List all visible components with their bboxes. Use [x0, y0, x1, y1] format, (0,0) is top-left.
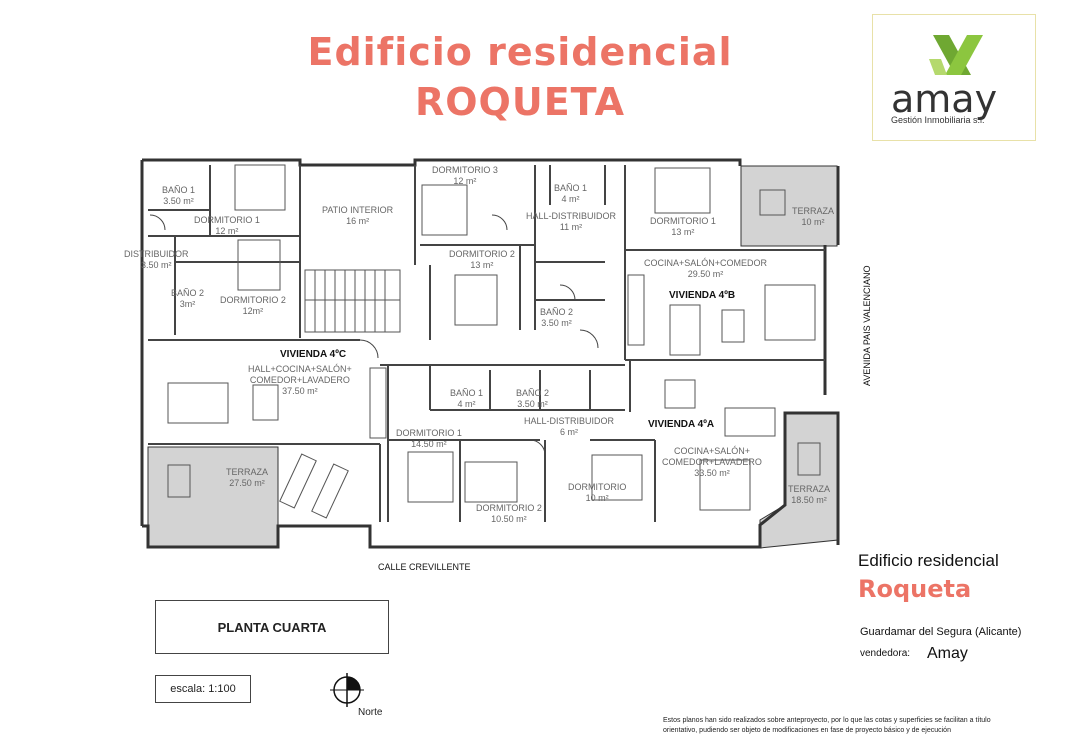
disclaimer-text: Estos planos han sido realizados sobre a… — [663, 717, 991, 734]
sunbed — [311, 463, 349, 519]
bed — [454, 274, 498, 326]
furniture — [167, 164, 821, 519]
company-logo: amay Gestión Inmobiliaria s.l. — [872, 14, 1036, 141]
table — [797, 442, 821, 476]
north-label: Norte — [358, 707, 383, 718]
logo-word: amay — [891, 77, 998, 121]
sofa — [699, 459, 751, 511]
door-swings — [149, 214, 599, 456]
bed — [654, 167, 711, 214]
interior-walls — [148, 165, 825, 522]
bed — [234, 164, 286, 211]
terraces — [147, 165, 839, 549]
sunbed — [279, 453, 317, 509]
terrace-4a — [759, 412, 839, 549]
table — [664, 379, 696, 409]
bed — [407, 451, 454, 503]
table — [167, 464, 191, 498]
table — [252, 384, 279, 421]
scale-label: escala: 1:100 — [155, 675, 251, 703]
north-arrow-icon — [330, 673, 364, 707]
counter — [627, 274, 645, 346]
floor-label: PLANTA CUARTA — [155, 600, 389, 654]
seller-label: vendedora: — [860, 648, 911, 659]
unit-label-4a: VIVIENDA 4ºA — [648, 419, 715, 430]
island — [724, 407, 776, 437]
unit-label-4c: VIVIENDA 4ºC — [280, 349, 347, 360]
floor-plan — [140, 158, 840, 549]
unit-label-4b: VIVIENDA 4ºB — [669, 290, 736, 301]
location-text: Guardamar del Segura (Alicante) — [860, 626, 1022, 638]
bed — [237, 239, 281, 291]
building-brand: Roqueta — [858, 575, 972, 603]
table — [721, 309, 745, 343]
building-name: Edificio residencial — [858, 551, 999, 570]
bed — [421, 184, 468, 236]
street-label-bottom: CALLE CREVILLENTE — [378, 562, 471, 572]
bed — [591, 454, 643, 501]
counter — [369, 367, 387, 439]
terrace-4b — [740, 165, 838, 247]
logo-subtitle: Gestión Inmobiliaria s.l. — [891, 115, 985, 125]
street-label-side: AVENIDA PAIS VALENCIANO — [862, 265, 872, 386]
island — [669, 304, 701, 356]
page-subtitle: ROQUETA — [414, 80, 626, 124]
page-title: Edificio residencial — [307, 30, 733, 74]
amay-x-logo-icon — [929, 35, 983, 75]
seller-name: Amay — [927, 645, 968, 662]
table — [759, 189, 786, 216]
stairs — [304, 269, 401, 333]
sofa — [764, 284, 816, 341]
bed — [464, 461, 518, 503]
sofa — [167, 382, 229, 424]
